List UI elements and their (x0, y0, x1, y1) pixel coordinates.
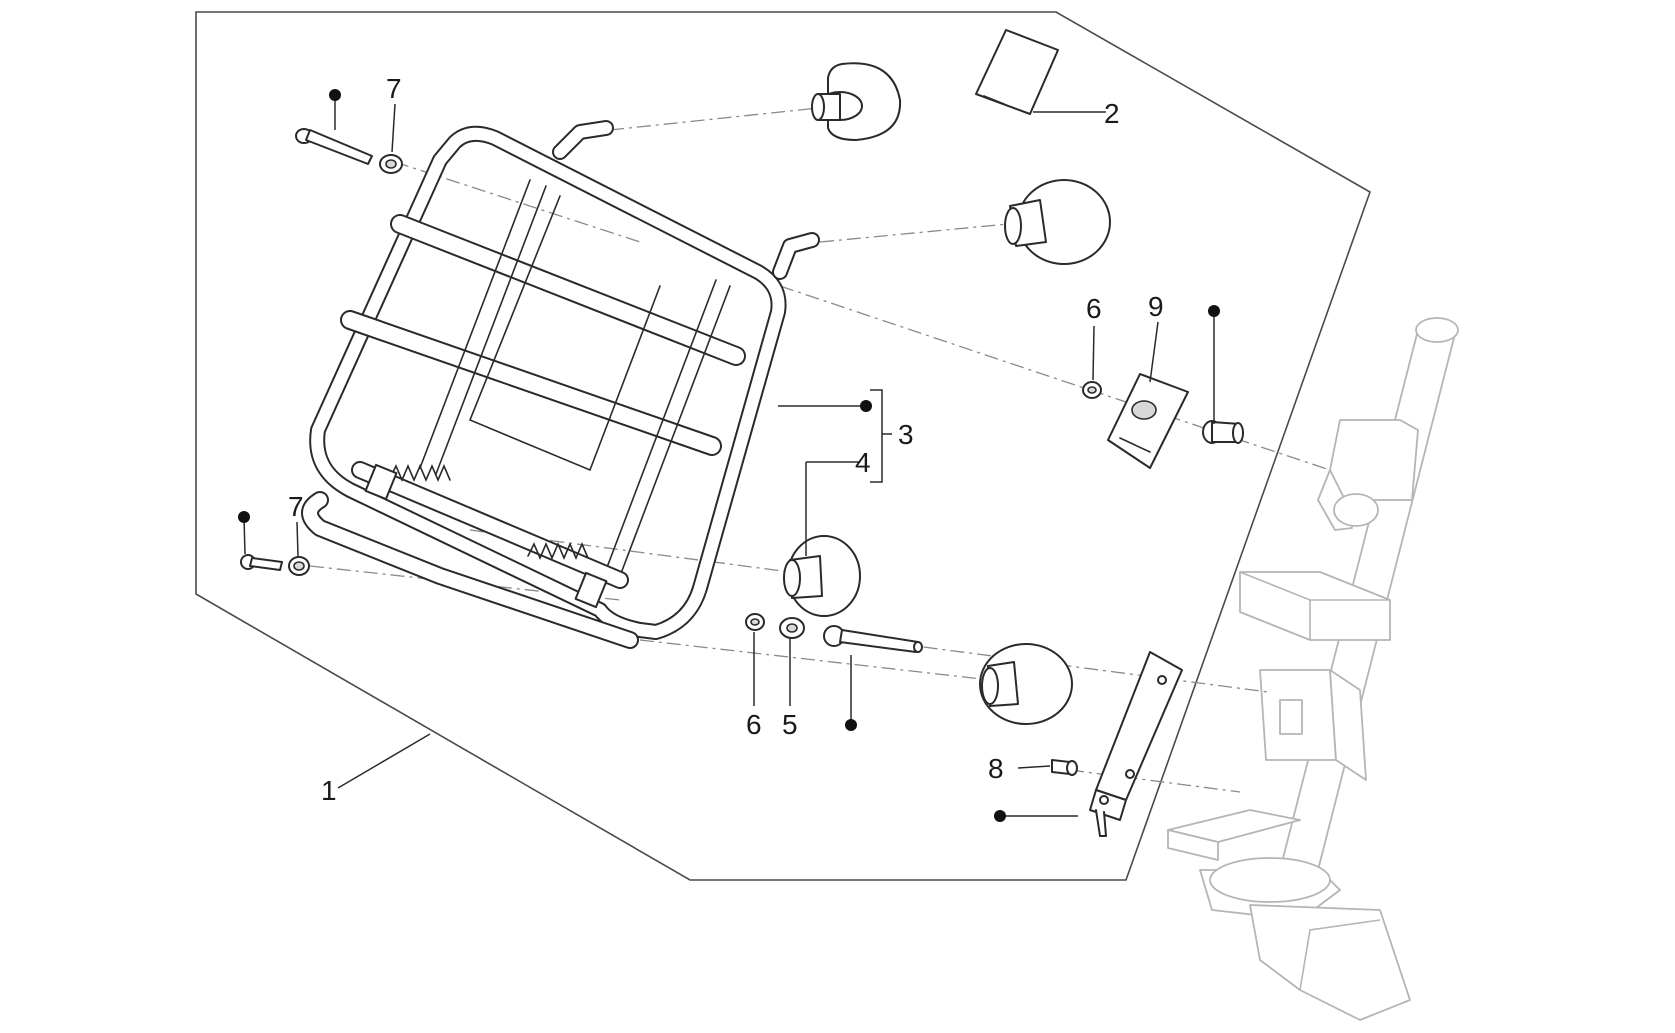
stud-bolt (823, 625, 923, 653)
bracket-plate-part-9 (1107, 373, 1189, 469)
nut-7-bottom (288, 556, 310, 576)
front-luggage-rack (301, 120, 820, 649)
callout-8: 8 (988, 753, 1004, 784)
washer-5 (779, 617, 805, 639)
washer-6-top (1082, 381, 1102, 399)
rubber-buffer-mid (1004, 179, 1111, 265)
callout-7-bottom: 7 (288, 491, 304, 522)
nut-7-top (379, 154, 403, 174)
callout-6-bottom: 6 (746, 709, 762, 740)
kit-boundary-outline (195, 11, 1371, 881)
bullet-dot (238, 511, 250, 523)
bullet-markers (238, 89, 1220, 822)
callout-6-top: 6 (1086, 293, 1102, 324)
screw-8 (1051, 759, 1078, 776)
bolt-bottom-left (240, 554, 283, 571)
washer-6-bottom (745, 613, 765, 631)
assembly-lines (309, 107, 1331, 793)
callout-3: 3 (898, 419, 914, 450)
leader-lines (243, 95, 1215, 817)
callout-labels: 1 2 3 4 5 6 6 7 7 8 9 (288, 73, 1164, 806)
bullet-dot (860, 400, 872, 412)
bullet-dot (1208, 305, 1220, 317)
screw-right (1202, 420, 1244, 444)
mounting-bracket-part-8 (1089, 651, 1183, 837)
spring-right (527, 541, 589, 561)
callout-4: 4 (855, 447, 871, 478)
bullet-dot (994, 810, 1006, 822)
callout-5: 5 (782, 709, 798, 740)
bolt-top-left (295, 128, 373, 165)
steering-column-ghost (1167, 317, 1459, 1021)
spring-left (389, 463, 451, 483)
callout-7-top: 7 (386, 73, 402, 104)
callout-9: 9 (1148, 291, 1164, 322)
label-plate-part-2 (975, 29, 1059, 115)
bullet-dot (845, 719, 857, 731)
rubber-buffer-part-4 (783, 535, 861, 617)
bullet-dot (329, 89, 341, 101)
rubber-buffer-bottom (979, 643, 1073, 725)
rubber-buffer-top (811, 62, 902, 141)
callout-1: 1 (321, 775, 337, 806)
callout-2: 2 (1104, 98, 1120, 129)
